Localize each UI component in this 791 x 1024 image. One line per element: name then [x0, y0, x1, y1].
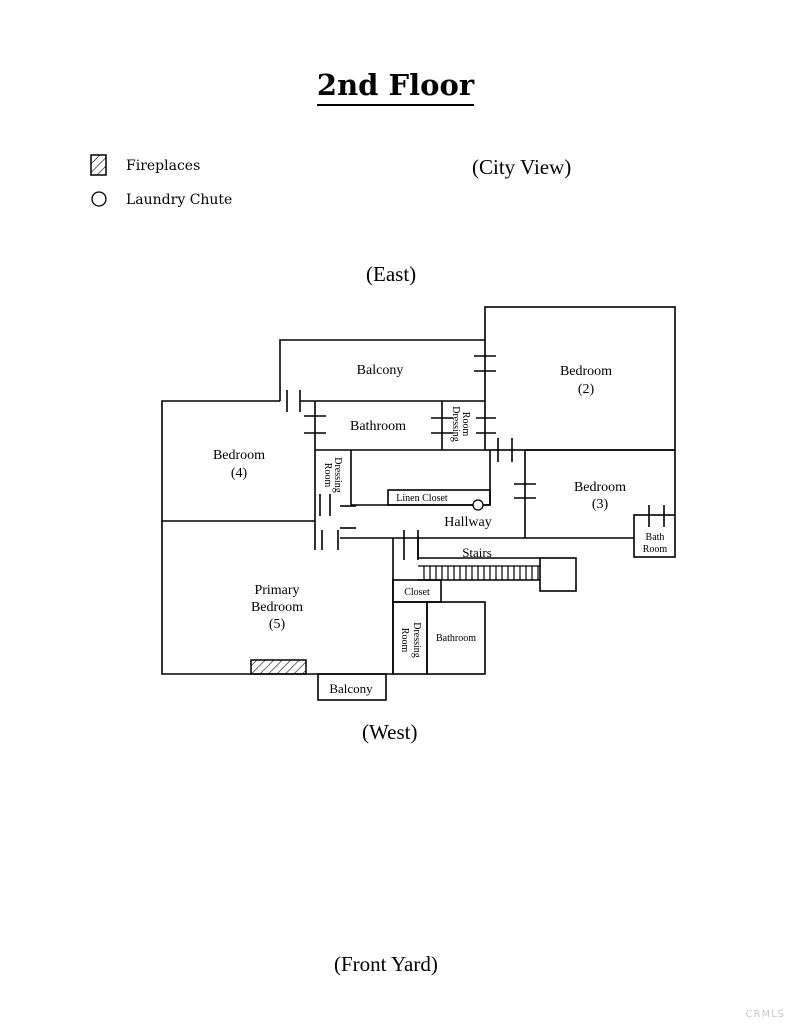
- linen-closet-outline: [387, 489, 491, 506]
- watermark: CRMLS: [745, 1009, 785, 1020]
- balcony-bottom-outline: [317, 673, 387, 701]
- fireplace-primary: [250, 659, 307, 675]
- laundry-chute-marker: [472, 499, 484, 511]
- bath-room-label-1: Bath: [646, 532, 665, 543]
- door-marks: [286, 355, 665, 560]
- dressing-top-label-1: Dressing: [450, 406, 461, 442]
- laundry-chute-icon: [91, 191, 107, 207]
- bedroom-3-label: Bedroom: [574, 480, 626, 495]
- primary-bedroom-label-2: Bedroom: [251, 600, 303, 615]
- stair-treads: [418, 565, 540, 580]
- bath-room-label-2: Room: [643, 544, 668, 555]
- legend-fireplaces-label: Fireplaces: [126, 158, 201, 174]
- bedroom-3-number: (3): [592, 497, 609, 512]
- stairs-label: Stairs: [462, 545, 492, 560]
- dressing-left-label-1: Dressing: [332, 457, 343, 493]
- bedroom-2-label: Bedroom: [560, 364, 612, 379]
- bedroom-4-number: (4): [231, 466, 248, 481]
- front-yard-label: (Front Yard): [334, 952, 438, 976]
- bathroom-top-label: Bathroom: [350, 419, 406, 434]
- bathroom-bottom-outline: [426, 601, 486, 675]
- city-view-label: (City View): [472, 155, 572, 179]
- dressing-left-label-2: Room: [322, 463, 333, 488]
- balcony-top-label: Balcony: [357, 363, 404, 378]
- hallway-label: Hallway: [444, 515, 491, 530]
- balcony-bottom-label: Balcony: [329, 681, 373, 696]
- balcony-top-outline: [279, 339, 485, 401]
- bedroom-4-label: Bedroom: [213, 448, 265, 463]
- primary-bedroom-label-1: Primary: [254, 583, 299, 598]
- stair-landing: [539, 557, 577, 592]
- fireplace-icon: [90, 154, 107, 176]
- closet-label: Closet: [404, 587, 430, 598]
- dressing-bottom-label-2: Room: [399, 628, 410, 653]
- west-label: (West): [362, 720, 418, 744]
- page-title-text: 2nd Floor: [316, 68, 475, 106]
- bath-room-outline: [633, 514, 676, 558]
- page-title: 2nd Floor: [0, 68, 791, 106]
- linen-closet-label: Linen Closet: [396, 493, 448, 504]
- dressing-top-label-2: Room: [460, 412, 471, 437]
- dressing-bottom-label-1: Dressing: [411, 622, 422, 658]
- primary-bedroom-number: (5): [269, 617, 286, 632]
- bathroom-bottom-label: Bathroom: [436, 633, 476, 644]
- legend-laundry-chute-label: Laundry Chute: [126, 192, 233, 208]
- bedroom-2-number: (2): [578, 382, 595, 397]
- east-label: (East): [366, 262, 417, 286]
